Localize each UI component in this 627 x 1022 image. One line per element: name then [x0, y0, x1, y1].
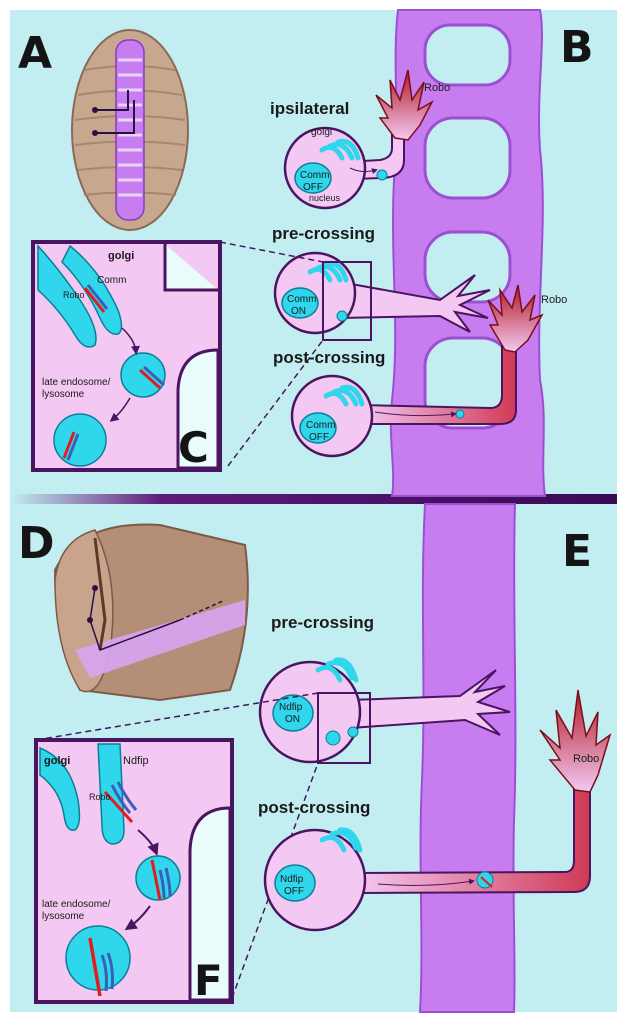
- panel-label-b: B: [560, 22, 594, 73]
- label-post-crossing-top: post-crossing: [273, 348, 385, 367]
- label-robo-c: Robo: [63, 290, 85, 300]
- label-ndfip-on-1: Ndfip: [279, 702, 303, 713]
- label-ndfip-off-1: Ndfip: [280, 874, 304, 885]
- label-ndfip-f: Ndfip: [123, 755, 149, 767]
- panel-label-d: D: [18, 518, 55, 569]
- label-ipsilateral: ipsilateral: [270, 99, 349, 118]
- label-late-endosome-f-1: late endosome/: [42, 899, 111, 910]
- panel-label-e: E: [562, 526, 592, 577]
- label-comm-c: Comm: [97, 275, 126, 286]
- drosophila-embryo-illustration: [72, 30, 188, 230]
- label-post-crossing-bottom: post-crossing: [258, 798, 370, 817]
- label-golgi-f: golgi: [44, 755, 70, 767]
- label-comm-on-1: Comm: [287, 294, 316, 305]
- label-late-endosome-c-1: late endosome/: [42, 377, 111, 388]
- label-robo-top: Robo: [424, 82, 450, 94]
- label-robo-right: Robo: [541, 294, 567, 306]
- label-robo-bottom: Robo: [573, 753, 599, 765]
- label-nucleus: nucleus: [309, 193, 341, 203]
- longitudinal-axon-tract: [420, 504, 515, 1012]
- label-comm-on-2: ON: [291, 306, 306, 317]
- label-pre-crossing-top: pre-crossing: [272, 224, 375, 243]
- panel-label-c: C: [178, 423, 209, 472]
- label-comm-off-2: OFF: [303, 182, 323, 193]
- label-golgi-c: golgi: [108, 250, 134, 262]
- label-robo-f: Robo: [89, 792, 111, 802]
- label-golgi-top: golgi: [311, 127, 332, 138]
- label-comm-off-b-1: Comm: [306, 420, 335, 431]
- label-comm-off-b-2: OFF: [309, 432, 329, 443]
- label-comm-off-1: Comm: [300, 170, 329, 181]
- label-ndfip-off-2: OFF: [284, 886, 304, 897]
- label-pre-crossing-bottom: pre-crossing: [271, 613, 374, 632]
- label-late-endosome-f-2: lysosome: [42, 911, 85, 922]
- panel-label-f: F: [194, 956, 223, 1005]
- label-late-endosome-c-2: lysosome: [42, 389, 85, 400]
- panel-label-a: A: [18, 28, 52, 79]
- spinal-cord-illustration: [55, 525, 248, 700]
- label-ndfip-on-2: ON: [285, 714, 300, 725]
